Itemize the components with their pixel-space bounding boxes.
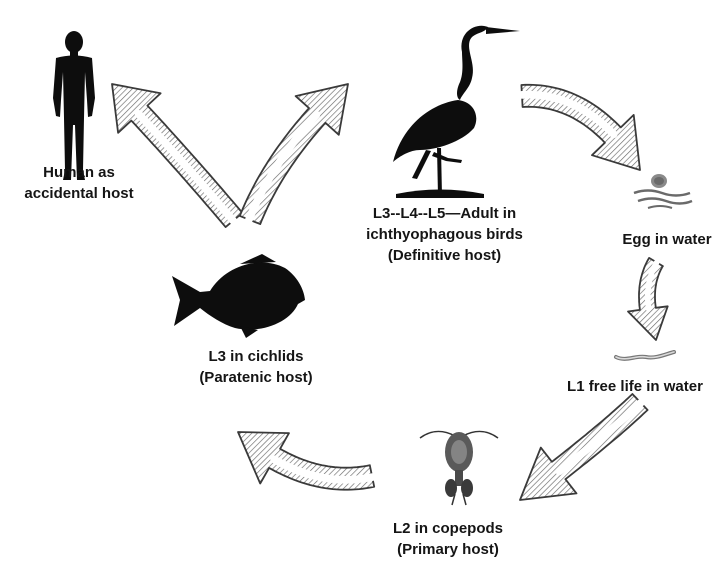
egg-label: Egg in water: [612, 229, 722, 250]
bird-label-line1: L3--L4--L5—Adult in: [357, 203, 532, 224]
l1-label: L1 free life in water: [548, 376, 722, 397]
arrow-fish-to-human-highlight: [139, 114, 234, 221]
fish-label-line1: L3 in cichlids: [186, 346, 326, 367]
fish-label: L3 in cichlids (Paratenic host): [186, 346, 326, 388]
arrow-l1-to-copepod-highlight: [559, 403, 641, 472]
bird-label-line2: ichthyophagous birds: [357, 224, 532, 245]
copepod-label-line1: L2 in copepods: [374, 518, 522, 539]
human-label-line1: Human as: [8, 162, 150, 183]
larva-worm-icon: [616, 352, 674, 359]
fish-label-line2: (Paratenic host): [186, 367, 326, 388]
copepod-icon: [420, 432, 498, 505]
human-silhouette-icon: [53, 31, 95, 180]
human-label-line2: accidental host: [8, 183, 150, 204]
copepod-label: L2 in copepods (Primary host): [374, 518, 522, 560]
bird-label-line3: (Definitive host): [357, 245, 532, 266]
human-label: Human as accidental host: [8, 162, 150, 204]
bird-label: L3--L4--L5—Adult in ichthyophagous birds…: [357, 203, 532, 266]
cichlid-fish-icon: [172, 254, 305, 338]
egg-label-line1: Egg in water: [612, 229, 722, 250]
copepod-label-line2: (Primary host): [374, 539, 522, 560]
heron-icon: [393, 26, 520, 198]
egg-icon: [634, 174, 692, 208]
l1-label-line1: L1 free life in water: [548, 376, 722, 397]
